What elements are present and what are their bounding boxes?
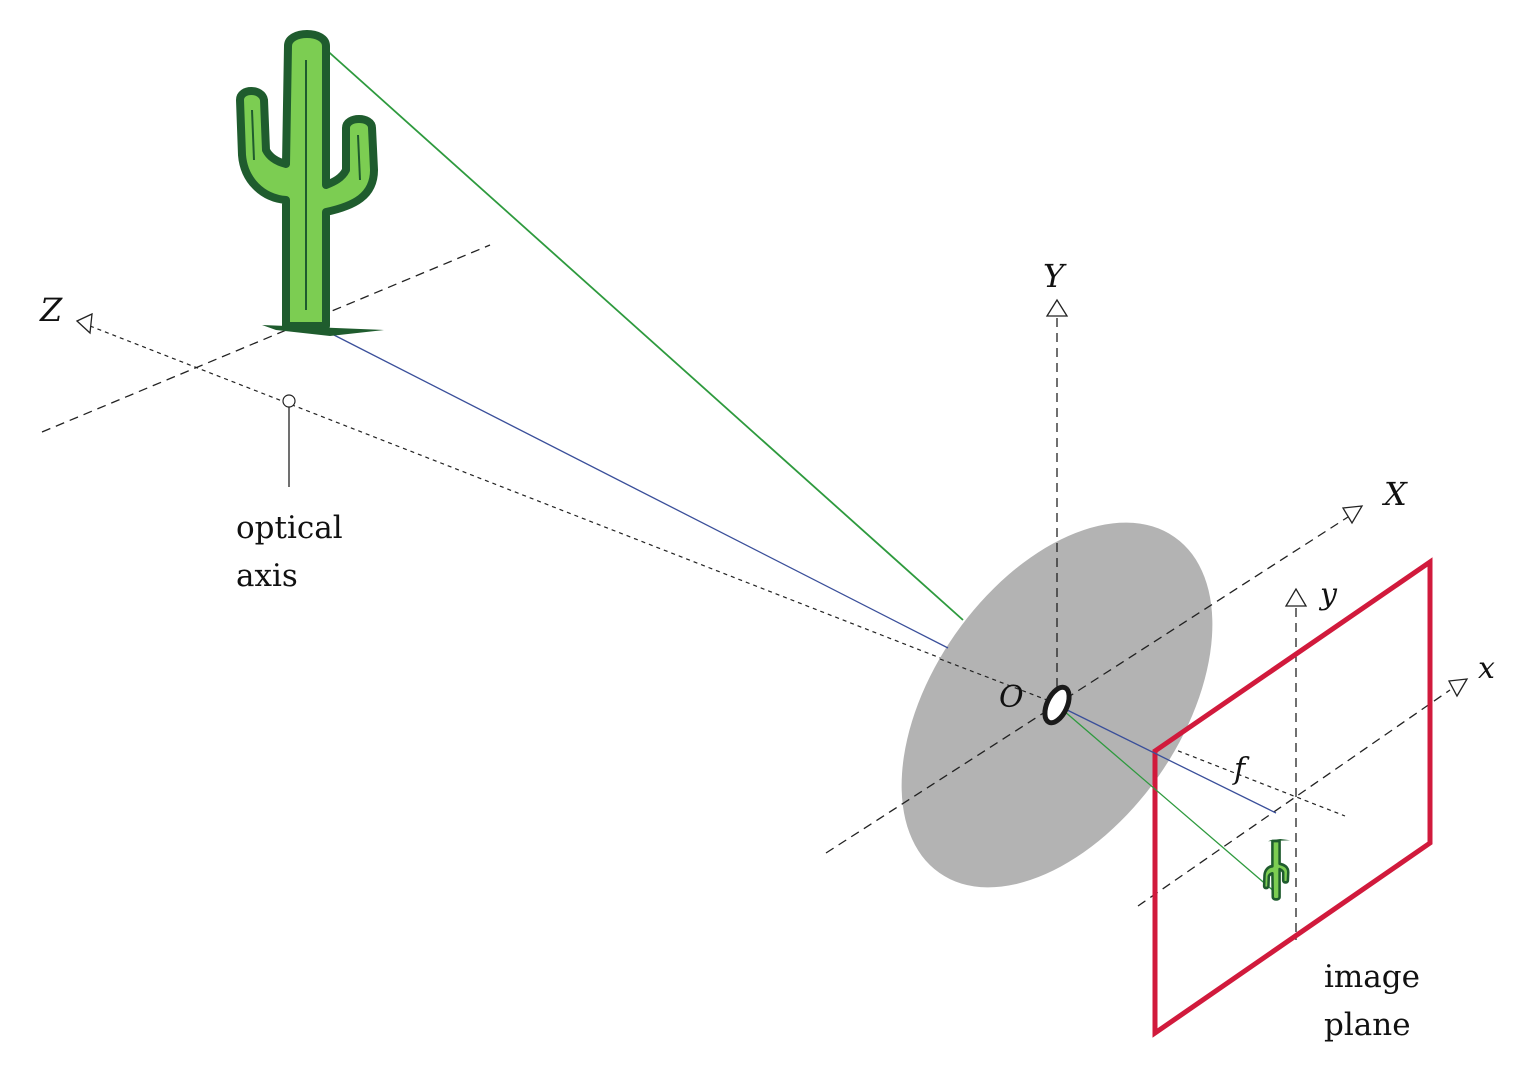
optical-axis-label-line2: axis xyxy=(236,558,298,594)
optical-axis-marker xyxy=(282,394,296,408)
object-plane-line xyxy=(41,244,491,433)
cactus-object-icon xyxy=(236,30,384,336)
focal-length-label: f xyxy=(1232,752,1250,787)
z-axis-label: Z xyxy=(39,291,63,329)
image-x-axis-arrowhead xyxy=(1447,678,1469,698)
x-axis-label: X xyxy=(1381,475,1408,513)
ray-top-incoming xyxy=(321,45,964,621)
image-plane-label-line1: image xyxy=(1324,959,1420,995)
z-axis-arrowhead xyxy=(75,312,93,335)
cactus-image-icon xyxy=(1262,839,1291,901)
optical-axis-over-lens xyxy=(939,658,1061,706)
image-plane-label-line2: plane xyxy=(1324,1007,1411,1043)
image-y-axis-arrowhead xyxy=(1284,587,1308,607)
origin-label: O xyxy=(999,680,1024,715)
x-axis-line xyxy=(825,516,1349,854)
x-axis-arrowhead xyxy=(1341,505,1364,525)
ray-base-outgoing xyxy=(1056,704,1277,814)
y-axis-arrowhead xyxy=(1045,298,1069,317)
image-y-axis-label: y xyxy=(1318,577,1338,612)
ray-base-incoming xyxy=(329,332,949,649)
ray-top-outgoing xyxy=(1056,704,1277,894)
optical-axis-label-line1: optical xyxy=(236,510,343,546)
y-axis-label: Y xyxy=(1043,257,1067,295)
image-x-axis-line xyxy=(1137,689,1451,907)
image-x-axis-label: x xyxy=(1478,651,1495,686)
image-plane-frame xyxy=(1152,557,1433,1038)
pinhole-aperture xyxy=(1042,684,1072,726)
